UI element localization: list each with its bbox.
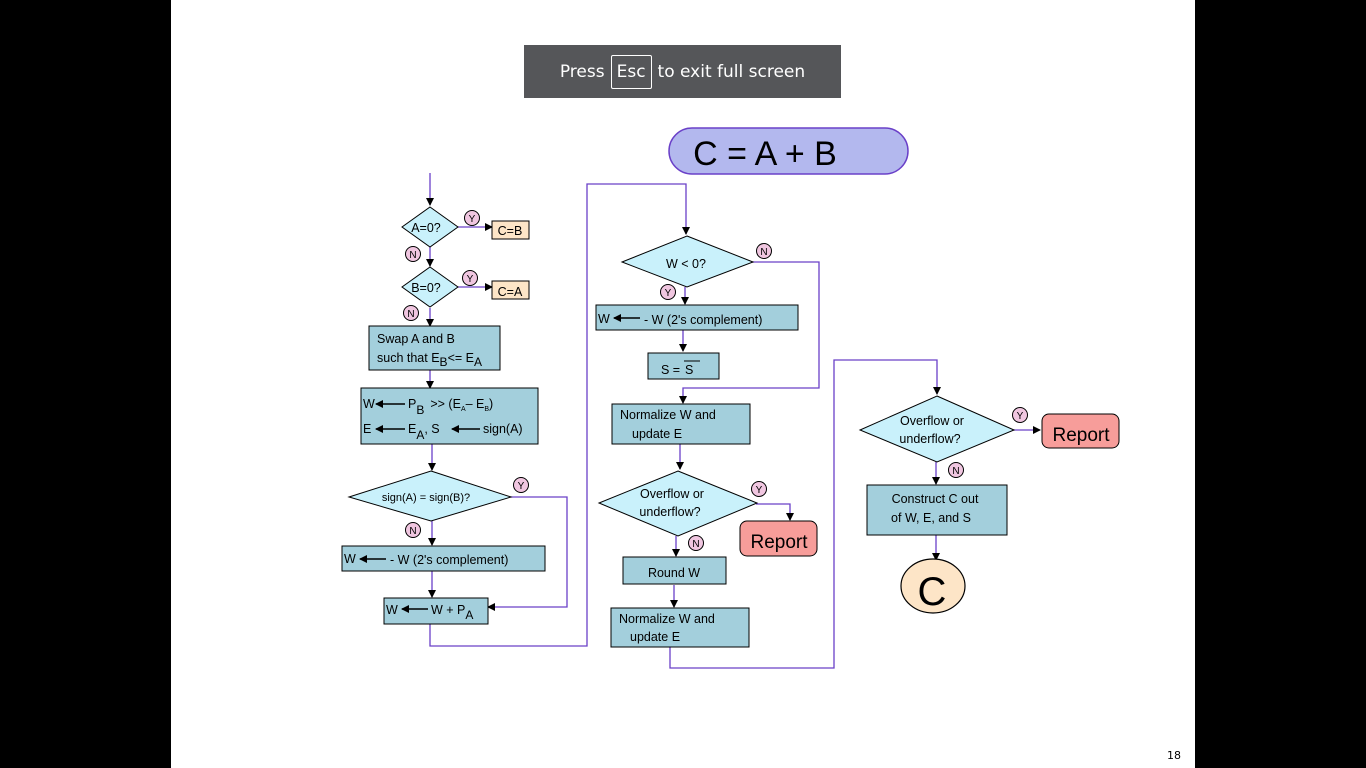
fullscreen-banner: Press Esc to exit full screen — [524, 45, 841, 98]
overflow-decision-1: Overflow or underflow? — [597, 470, 759, 537]
svg-text:C=A: C=A — [498, 285, 523, 299]
normalize-box-1: Normalize W and update E — [611, 403, 751, 445]
svg-text:sign(A): sign(A) — [483, 422, 523, 436]
report-box-2: Report — [1041, 413, 1120, 449]
flow-lines-middle — [669, 261, 941, 669]
svg-text:Report: Report — [1052, 425, 1110, 446]
label-yes: Y — [660, 284, 676, 300]
label-yes: Y — [462, 270, 478, 286]
svg-text:W: W — [386, 603, 398, 617]
svg-text:N: N — [409, 526, 416, 537]
label-no: N — [405, 246, 421, 262]
svg-text:Round W: Round W — [648, 566, 700, 580]
label-no: N — [756, 243, 772, 259]
svg-text:EA, S: EA, S — [408, 422, 440, 442]
svg-text:Y: Y — [469, 214, 476, 225]
svg-text:Y: Y — [665, 288, 672, 299]
label-no: N — [948, 462, 964, 478]
w-lt-zero-decision: W < 0? — [620, 235, 755, 288]
round-w-box: Round W — [622, 556, 727, 585]
svg-text:S: S — [685, 363, 693, 377]
title-pill: C = A + B — [668, 127, 909, 175]
svg-text:- W (2's complement): - W (2's complement) — [390, 553, 508, 567]
normalize-box-2: Normalize W and update E — [610, 607, 750, 648]
negate-w-box-left: W - W (2's complement) — [341, 545, 546, 572]
svg-text:Normalize W and: Normalize W and — [619, 612, 715, 626]
svg-text:Y: Y — [756, 485, 763, 496]
svg-text:underflow?: underflow? — [639, 505, 700, 519]
svg-text:Normalize W and: Normalize W and — [620, 408, 716, 422]
svg-text:W: W — [363, 397, 375, 411]
svg-text:C: C — [918, 570, 947, 614]
svg-text:such that EB<= EA: such that EB<= EA — [377, 351, 482, 369]
svg-text:underflow?: underflow? — [899, 432, 960, 446]
c-eq-b-box: C=B — [491, 220, 530, 240]
svg-text:N: N — [760, 247, 767, 258]
svg-text:update E: update E — [630, 630, 680, 644]
page-number: 18 — [1167, 749, 1181, 762]
sign-compare-decision: sign(A) = sign(B)? — [347, 470, 513, 522]
a-zero-decision: A=0? — [401, 206, 459, 248]
svg-text:A=0?: A=0? — [411, 221, 441, 235]
svg-text:W < 0?: W < 0? — [666, 257, 706, 271]
svg-text:W: W — [598, 312, 610, 326]
add-box: W W + PA — [383, 597, 489, 625]
terminal-c: C — [900, 558, 966, 614]
branch-labels: Y N Y N Y N N Y Y N Y N — [403, 210, 1028, 551]
svg-text:Y: Y — [518, 481, 525, 492]
svg-text:N: N — [952, 466, 959, 477]
svg-text:sign(A) = sign(B)?: sign(A) = sign(B)? — [382, 492, 470, 504]
construct-box: Construct C out of W, E, and S — [866, 484, 1008, 536]
label-yes: Y — [751, 481, 767, 497]
svg-text:S =: S = — [661, 363, 680, 377]
svg-text:E: E — [363, 422, 371, 436]
svg-text:PB>> (EA– EB): PB>> (EA– EB) — [408, 397, 493, 417]
svg-text:B=0?: B=0? — [411, 281, 441, 295]
swap-box: Swap A and B such that EB<= EA — [368, 325, 501, 371]
banner-rest: to exit full screen — [657, 61, 806, 82]
b-zero-decision: B=0? — [401, 266, 459, 308]
shift-box: W PB>> (EA– EB) E EA, S sign(A) — [360, 387, 539, 445]
banner-press: Press — [559, 61, 605, 82]
svg-text:N: N — [692, 539, 699, 550]
overflow-decision-2: Overflow or underflow? — [858, 395, 1016, 463]
label-yes: Y — [513, 477, 529, 493]
esc-key: Esc — [610, 54, 652, 89]
svg-text:W + PA: W + PA — [431, 603, 473, 622]
svg-text:Overflow or: Overflow or — [640, 487, 704, 501]
label-no: N — [403, 305, 419, 321]
c-eq-a-box: C=A — [491, 280, 530, 300]
svg-text:of W, E, and S: of W, E, and S — [891, 511, 971, 525]
svg-text:Swap A and B: Swap A and B — [377, 332, 455, 346]
flow-lines-right — [932, 426, 1041, 561]
svg-text:N: N — [407, 309, 414, 320]
svg-text:C=B: C=B — [498, 224, 523, 238]
page-title: C = A + B — [693, 135, 837, 173]
svg-text:Y: Y — [1017, 411, 1024, 422]
label-yes: Y — [1012, 407, 1028, 423]
label-no: N — [405, 522, 421, 538]
report-box-1: Report — [739, 520, 818, 557]
negate-w-box-middle: W - W (2's complement) — [595, 304, 799, 331]
s-negate-box: S = S — [647, 352, 720, 380]
label-yes: Y — [464, 210, 480, 226]
svg-text:N: N — [409, 250, 416, 261]
svg-text:W: W — [344, 552, 356, 566]
svg-text:Report: Report — [750, 532, 808, 553]
svg-text:Overflow or: Overflow or — [900, 414, 964, 428]
svg-text:Y: Y — [467, 274, 474, 285]
flow-lines-left — [426, 173, 690, 647]
label-no: N — [688, 535, 704, 551]
svg-text:update E: update E — [632, 427, 682, 441]
svg-text:Construct C out: Construct C out — [892, 492, 979, 506]
svg-text:- W (2's complement): - W (2's complement) — [644, 313, 762, 327]
